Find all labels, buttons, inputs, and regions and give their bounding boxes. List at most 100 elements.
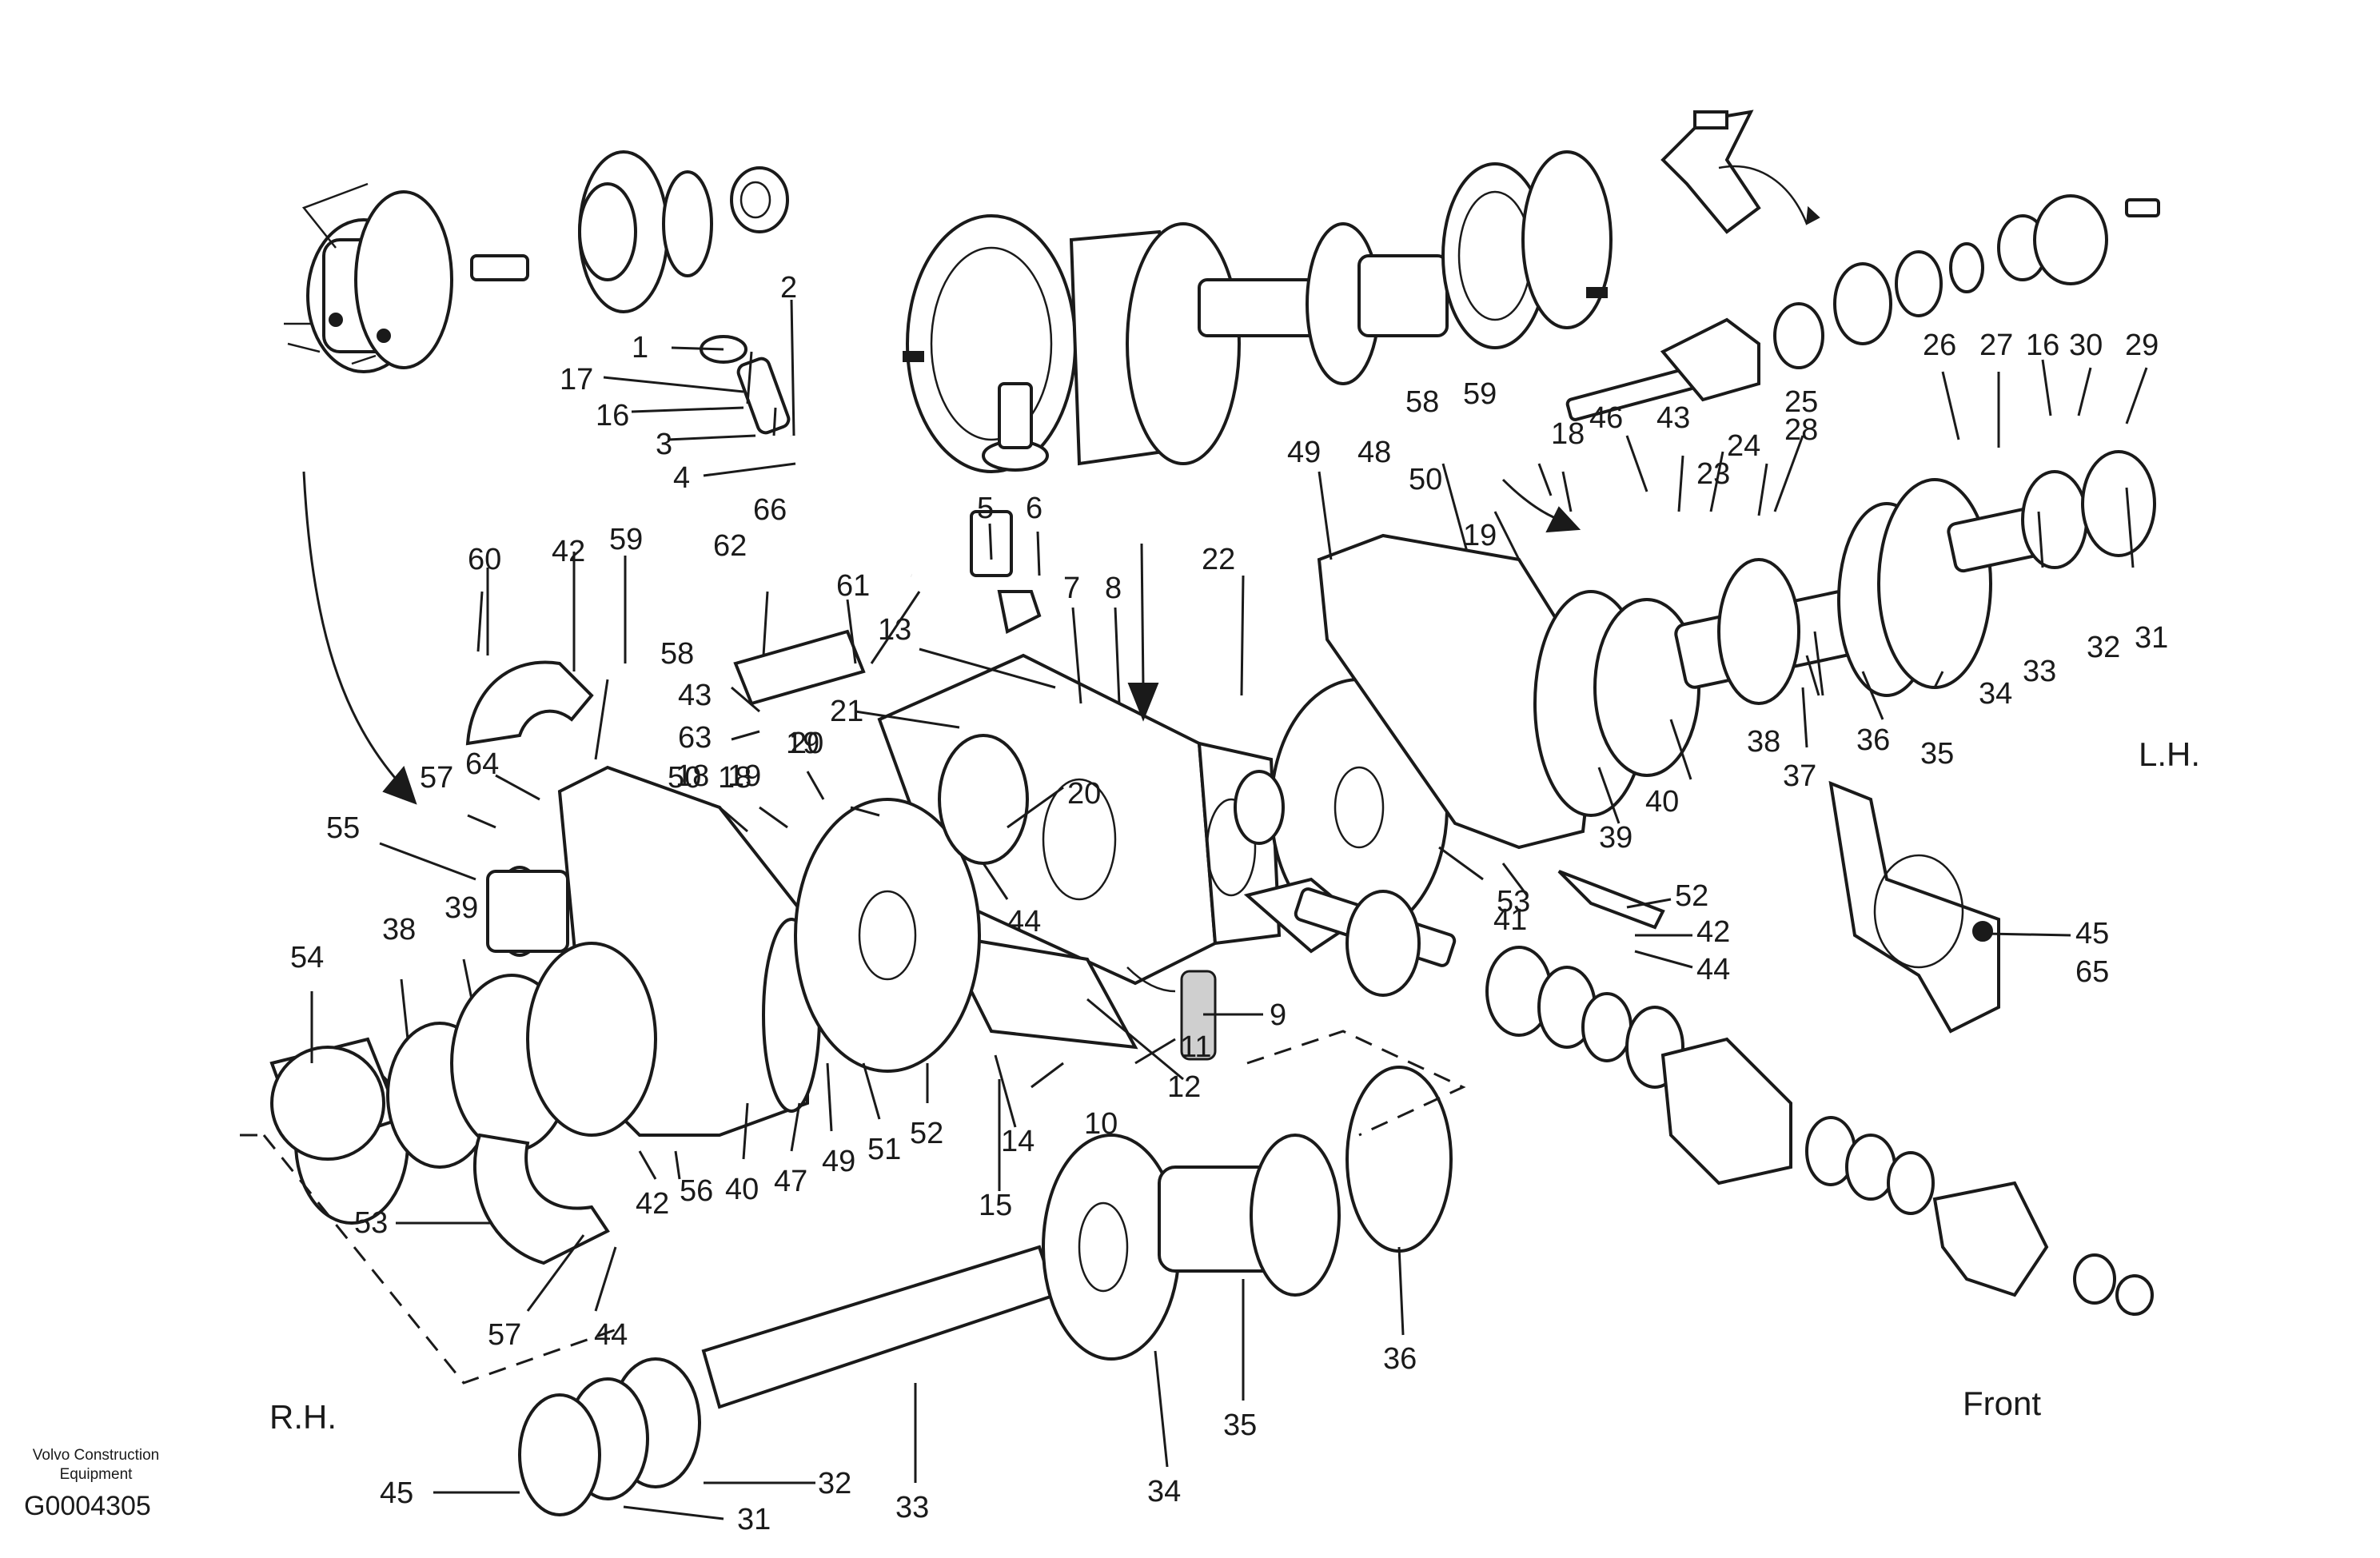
callout: 45 <box>2075 917 2109 950</box>
credit-line-1: Volvo Construction <box>33 1447 159 1464</box>
callout: 28 <box>1784 413 1818 447</box>
callout: 9 <box>1270 998 1286 1032</box>
callout: 6 <box>1026 492 1042 525</box>
parts-artwork <box>240 110 2160 1516</box>
side-label-rh: R.H. <box>269 1398 337 1436</box>
callout: 17 <box>560 363 593 396</box>
main-axle-shaft-assembly <box>518 1066 1453 1516</box>
callout: 50 <box>1409 463 1442 496</box>
callout: 38 <box>1747 725 1780 759</box>
callout: 64 <box>465 747 499 781</box>
callout: 27 <box>1979 329 2013 362</box>
callout: 49 <box>822 1145 855 1178</box>
callout: 29 <box>2125 329 2159 362</box>
callout: 59 <box>609 523 643 556</box>
callout: 13 <box>878 613 911 647</box>
callout: 47 <box>774 1165 807 1198</box>
callout: 12 <box>1167 1070 1201 1104</box>
callout: 48 <box>1357 436 1391 469</box>
arrow-center <box>1140 543 1145 688</box>
callout: 56 <box>680 1174 713 1208</box>
callout: 63 <box>678 721 712 755</box>
callout: 20 <box>790 727 823 760</box>
callout: 19 <box>728 759 761 793</box>
drawing-code: G0004305 <box>24 1491 151 1521</box>
callout: 33 <box>895 1491 929 1524</box>
leader-lines <box>310 299 2148 1520</box>
callout: 38 <box>382 913 416 946</box>
callout: 61 <box>836 569 870 603</box>
callout: 21 <box>830 695 863 728</box>
callout: 37 <box>1783 759 1816 793</box>
callout: 10 <box>1084 1107 1118 1141</box>
callout: 39 <box>1599 821 1633 855</box>
callout: 50 <box>668 761 701 795</box>
top-left-hub-assembly <box>284 150 789 373</box>
callout: 53 <box>354 1206 388 1240</box>
callout: 46 <box>1589 401 1623 435</box>
callout: 19 <box>1463 519 1497 552</box>
callout: 52 <box>1675 879 1708 913</box>
callout: 15 <box>979 1189 1012 1222</box>
callout: 58 <box>660 637 694 671</box>
callout-numbers: 1 2 3 4 5 6 7 8 9 10 11 12 13 14 15 16 1… <box>290 271 2168 1536</box>
callout: 53 <box>1497 885 1530 918</box>
callout: 42 <box>552 535 585 568</box>
callout: 49 <box>1287 436 1321 469</box>
callout: 5 <box>977 492 994 525</box>
callout: 44 <box>594 1318 628 1352</box>
callout: 57 <box>420 761 453 795</box>
callout: 22 <box>1202 543 1235 576</box>
callout: 26 <box>1923 329 1956 362</box>
callout: 52 <box>910 1117 943 1150</box>
right-final-drive-housing <box>1317 450 2156 850</box>
callout: 41 <box>1493 903 1527 937</box>
cover-plate-42-right <box>1557 870 1665 930</box>
callout: 23 <box>1696 457 1730 491</box>
bracket-60-61 <box>733 629 866 706</box>
cover-plate-42-lower <box>472 1133 610 1265</box>
callout: 43 <box>678 679 712 712</box>
callout: 31 <box>2135 621 2168 655</box>
callout: 44 <box>1007 905 1041 938</box>
callout: 16 <box>596 399 629 432</box>
callout: 36 <box>1383 1342 1417 1376</box>
phantom-box-left <box>240 1134 624 1385</box>
callout: 18 <box>1551 417 1585 451</box>
callout: 11 <box>1180 1030 1211 1064</box>
callout: 32 <box>818 1467 851 1500</box>
callout: 45 <box>380 1476 413 1510</box>
callout: 51 <box>867 1133 901 1166</box>
arrow-front-right-head <box>1545 506 1581 533</box>
callout: 7 <box>1063 572 1080 605</box>
callout: 30 <box>2069 329 2103 362</box>
callout: 55 <box>326 811 360 845</box>
callout: 42 <box>1696 915 1730 949</box>
callout: 40 <box>725 1173 759 1206</box>
left-bearings <box>269 942 657 1225</box>
callout: 33 <box>2023 655 2056 688</box>
callout: 34 <box>1979 677 2012 711</box>
arrow-front-right <box>1501 478 1560 521</box>
callout: 36 <box>1856 723 1890 757</box>
callout: 8 <box>1105 572 1122 605</box>
side-label-front: Front <box>1963 1385 2041 1422</box>
callout: 58 <box>1405 385 1439 419</box>
callout: 18 <box>676 759 709 793</box>
callout: 25 <box>1784 385 1818 419</box>
callout: 44 <box>1696 953 1730 986</box>
callout: 16 <box>2026 329 2059 362</box>
callout: 20 <box>1067 777 1101 811</box>
callout: 60 <box>468 543 501 576</box>
front-output-shaft-assembly <box>1243 877 2154 1316</box>
side-label-lh: L.H. <box>2139 735 2200 773</box>
clamp-65-66 <box>1828 780 2000 1034</box>
callout: 4 <box>673 461 690 495</box>
callout: 34 <box>1147 1475 1181 1508</box>
callout: 24 <box>1727 429 1760 463</box>
callout: 62 <box>713 529 747 563</box>
callout: 66 <box>753 493 787 527</box>
callout: 18 <box>718 761 751 795</box>
